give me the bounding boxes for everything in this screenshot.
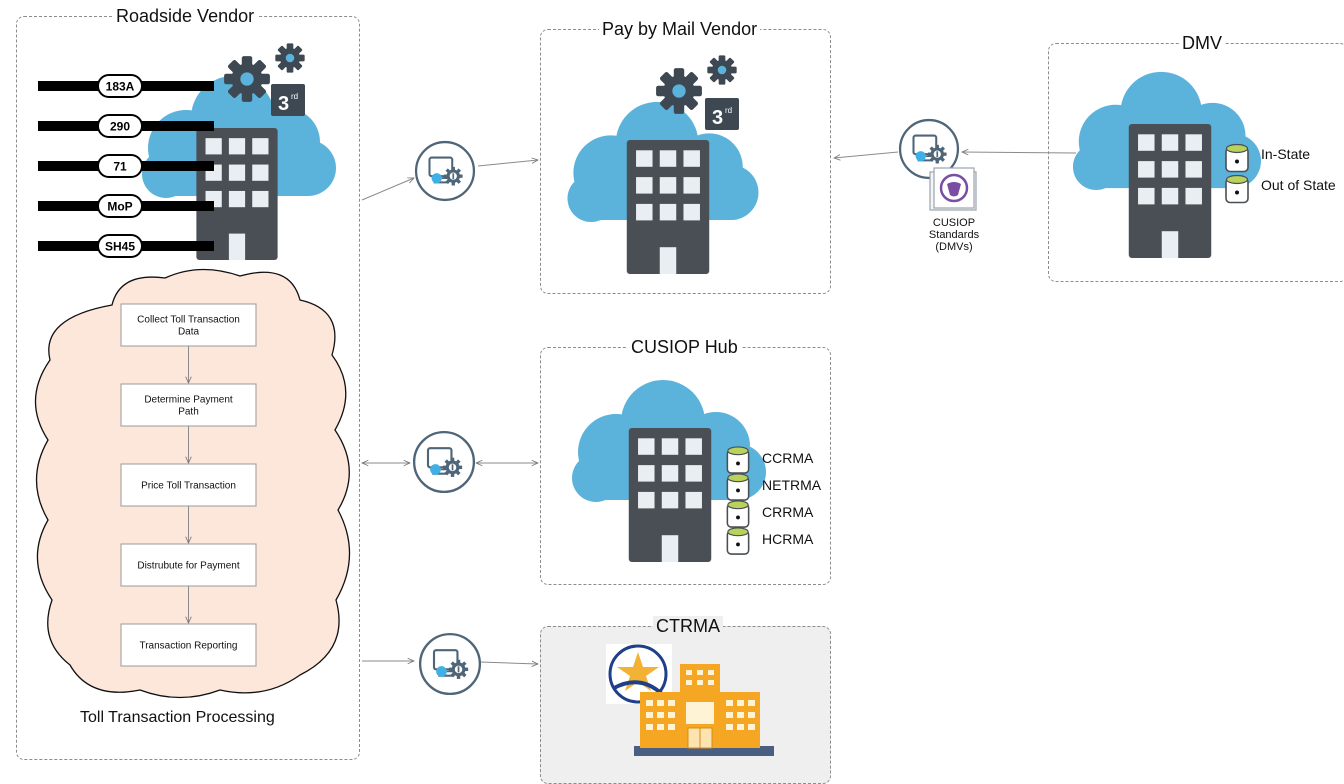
route-shield-icon xyxy=(97,194,143,218)
database-label: CCRMA xyxy=(762,450,814,466)
svg-text:rd: rd xyxy=(725,106,732,115)
pay-by-mail-cloud-group: 3 rd xyxy=(567,55,759,274)
database-label: CRRMA xyxy=(762,504,814,520)
route-shield-icon xyxy=(97,114,143,138)
road-290: 290 xyxy=(38,114,214,138)
api-integration-icon xyxy=(418,632,482,696)
ctrma-logo xyxy=(606,644,672,704)
process-step: Distrubute for Payment xyxy=(120,543,257,587)
gear-icon xyxy=(275,43,305,73)
building-icon xyxy=(1128,124,1212,258)
cusiop-hub-panel: CUSIOP Hub xyxy=(540,337,831,585)
road-71: 71 xyxy=(38,154,214,178)
database-label: Out of State xyxy=(1261,177,1336,193)
road-label: 71 xyxy=(113,160,127,174)
ctrma-building-icon xyxy=(634,664,774,756)
database-icon xyxy=(726,527,750,555)
database-icon xyxy=(1225,143,1249,173)
roadside-vendor-panel: Roadside Vendor xyxy=(16,6,360,760)
road-183a: 183A xyxy=(38,74,214,98)
process-step-label: Distrubute for Payment xyxy=(137,561,239,572)
roadside-cloud-group: 3 rd xyxy=(142,43,336,260)
database-label: HCRMA xyxy=(762,531,814,547)
road-label: 290 xyxy=(110,120,130,134)
dmv-panel: DMV xyxy=(1048,33,1344,282)
building-icon xyxy=(196,128,278,260)
process-step: Price Toll Transaction xyxy=(120,463,257,507)
database-icon xyxy=(726,446,750,474)
building-icon xyxy=(628,428,712,562)
standards-document-icon xyxy=(929,167,977,211)
gear-icon xyxy=(656,68,702,114)
api-integration-icon xyxy=(412,430,476,494)
road-sh45: SH45 xyxy=(38,234,214,258)
database-label: In-State xyxy=(1261,146,1310,162)
database-icon xyxy=(726,473,750,501)
hub-database: CCRMA NETRMA CRRMA HCRMA xyxy=(726,446,822,555)
api-integration-icon xyxy=(414,140,476,202)
cusiop-hub-title: CUSIOP Hub xyxy=(628,337,741,357)
dmv-title: DMV xyxy=(1179,33,1225,53)
route-shield-icon xyxy=(97,234,143,258)
process-caption: Toll Transaction Processing xyxy=(80,709,275,726)
route-shield-icon xyxy=(97,154,143,178)
svg-text:3: 3 xyxy=(278,93,289,115)
svg-text:rd: rd xyxy=(291,92,298,101)
process-step-label: Price Toll Transaction xyxy=(141,481,236,492)
pay-by-mail-panel: Pay by Mail Vendor xyxy=(540,19,831,294)
pay-by-mail-title: Pay by Mail Vendor xyxy=(599,19,761,39)
process-step-label: Transaction Reporting xyxy=(139,641,237,652)
database-icon xyxy=(726,500,750,528)
route-shield-icon xyxy=(97,74,143,98)
third-party-badge: 3 rd xyxy=(705,98,739,130)
third-party-badge: 3 rd xyxy=(271,84,305,116)
gear-icon xyxy=(224,56,270,102)
database-label: NETRMA xyxy=(762,477,822,493)
process-step: Transaction Reporting xyxy=(120,623,257,667)
road-label: 183A xyxy=(106,80,135,94)
building-icon xyxy=(626,140,710,274)
gear-icon xyxy=(707,55,737,85)
connectors xyxy=(362,152,1077,664)
database-icon xyxy=(1225,174,1249,204)
svg-text:3: 3 xyxy=(712,107,723,129)
roadside-vendor-title: Roadside Vendor xyxy=(113,6,258,26)
road-label: SH45 xyxy=(105,240,135,254)
road-mop: MoP xyxy=(38,194,214,218)
road-label: MoP xyxy=(107,200,132,214)
ctrma-title: CTRMA xyxy=(653,616,723,636)
